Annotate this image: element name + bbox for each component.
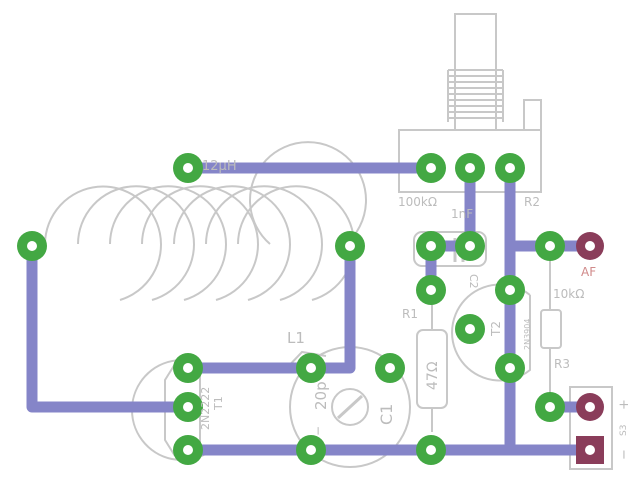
pad-c1-1 xyxy=(296,353,326,383)
res3-value-label: 10kΩ xyxy=(553,287,584,301)
pad-coil-top xyxy=(173,153,203,183)
pads-layer xyxy=(17,153,604,465)
r3-body xyxy=(540,309,562,349)
coil-ref-label: L1 xyxy=(287,329,305,347)
t2-ref-label: T2 xyxy=(489,321,503,337)
s3-outline xyxy=(569,386,613,470)
pad-t2-e xyxy=(495,353,525,383)
s3-ref-label: S3 xyxy=(619,425,629,436)
pad-c2-1 xyxy=(416,231,446,261)
pad-t2-c xyxy=(495,275,525,305)
coil-silk xyxy=(44,141,367,301)
cap-value-label: 1nF xyxy=(451,207,473,221)
trimmer-value-label: 20p xyxy=(312,381,330,410)
pad-r1-top xyxy=(416,275,446,305)
res1-ref-label: R1 xyxy=(402,307,418,321)
pad-t1-1 xyxy=(173,353,203,383)
labels-layer: 12μH L1 100kΩ R2 1nF C2 R1 47Ω 10kΩ R3 T… xyxy=(199,159,632,460)
pad-c1-3 xyxy=(296,435,326,465)
coil-value-label: 12μH xyxy=(202,159,237,174)
res1-value-label: 47Ω xyxy=(425,361,441,390)
pad-t1-2 xyxy=(173,392,203,422)
t1-part-label: 2N2222 xyxy=(199,387,212,430)
res3-ref-label: R3 xyxy=(554,357,570,371)
pad-t1-3 xyxy=(173,435,203,465)
pad-pot-2 xyxy=(455,153,485,183)
pad-r3-top xyxy=(535,231,565,261)
cap-ref-label: C2 xyxy=(467,274,480,289)
pad-coil-right xyxy=(335,231,365,261)
pot-ref-label: R2 xyxy=(524,195,540,209)
c2-outline xyxy=(413,231,487,267)
t2-part-label: 2N3904 xyxy=(523,319,532,350)
pad-s3-plus xyxy=(576,393,604,421)
s3-minus-label: − xyxy=(617,449,632,460)
af-label: AF xyxy=(581,265,596,279)
pad-s3-minus xyxy=(576,436,604,464)
pad-c1-2 xyxy=(375,353,405,383)
pad-pot-1 xyxy=(416,153,446,183)
pot-value-label: 100kΩ xyxy=(398,195,437,209)
trimmer-ref-label: C1 xyxy=(377,404,396,425)
s3-plus-label: + xyxy=(617,399,632,410)
silkscreen-layer xyxy=(44,13,613,470)
pad-af xyxy=(576,232,604,260)
pot-tab xyxy=(523,99,542,131)
pot-shaft xyxy=(454,13,497,131)
pad-r3-bottom xyxy=(535,392,565,422)
pad-pot-3 xyxy=(495,153,525,183)
pad-t2-b xyxy=(455,314,485,344)
pad-coil-left xyxy=(17,231,47,261)
t1-ref-label: T1 xyxy=(212,396,225,411)
c1-minus-label: − xyxy=(311,426,325,436)
pot-knurl xyxy=(447,69,504,122)
pad-c2-2 xyxy=(455,231,485,261)
pad-r1-bottom xyxy=(416,435,446,465)
